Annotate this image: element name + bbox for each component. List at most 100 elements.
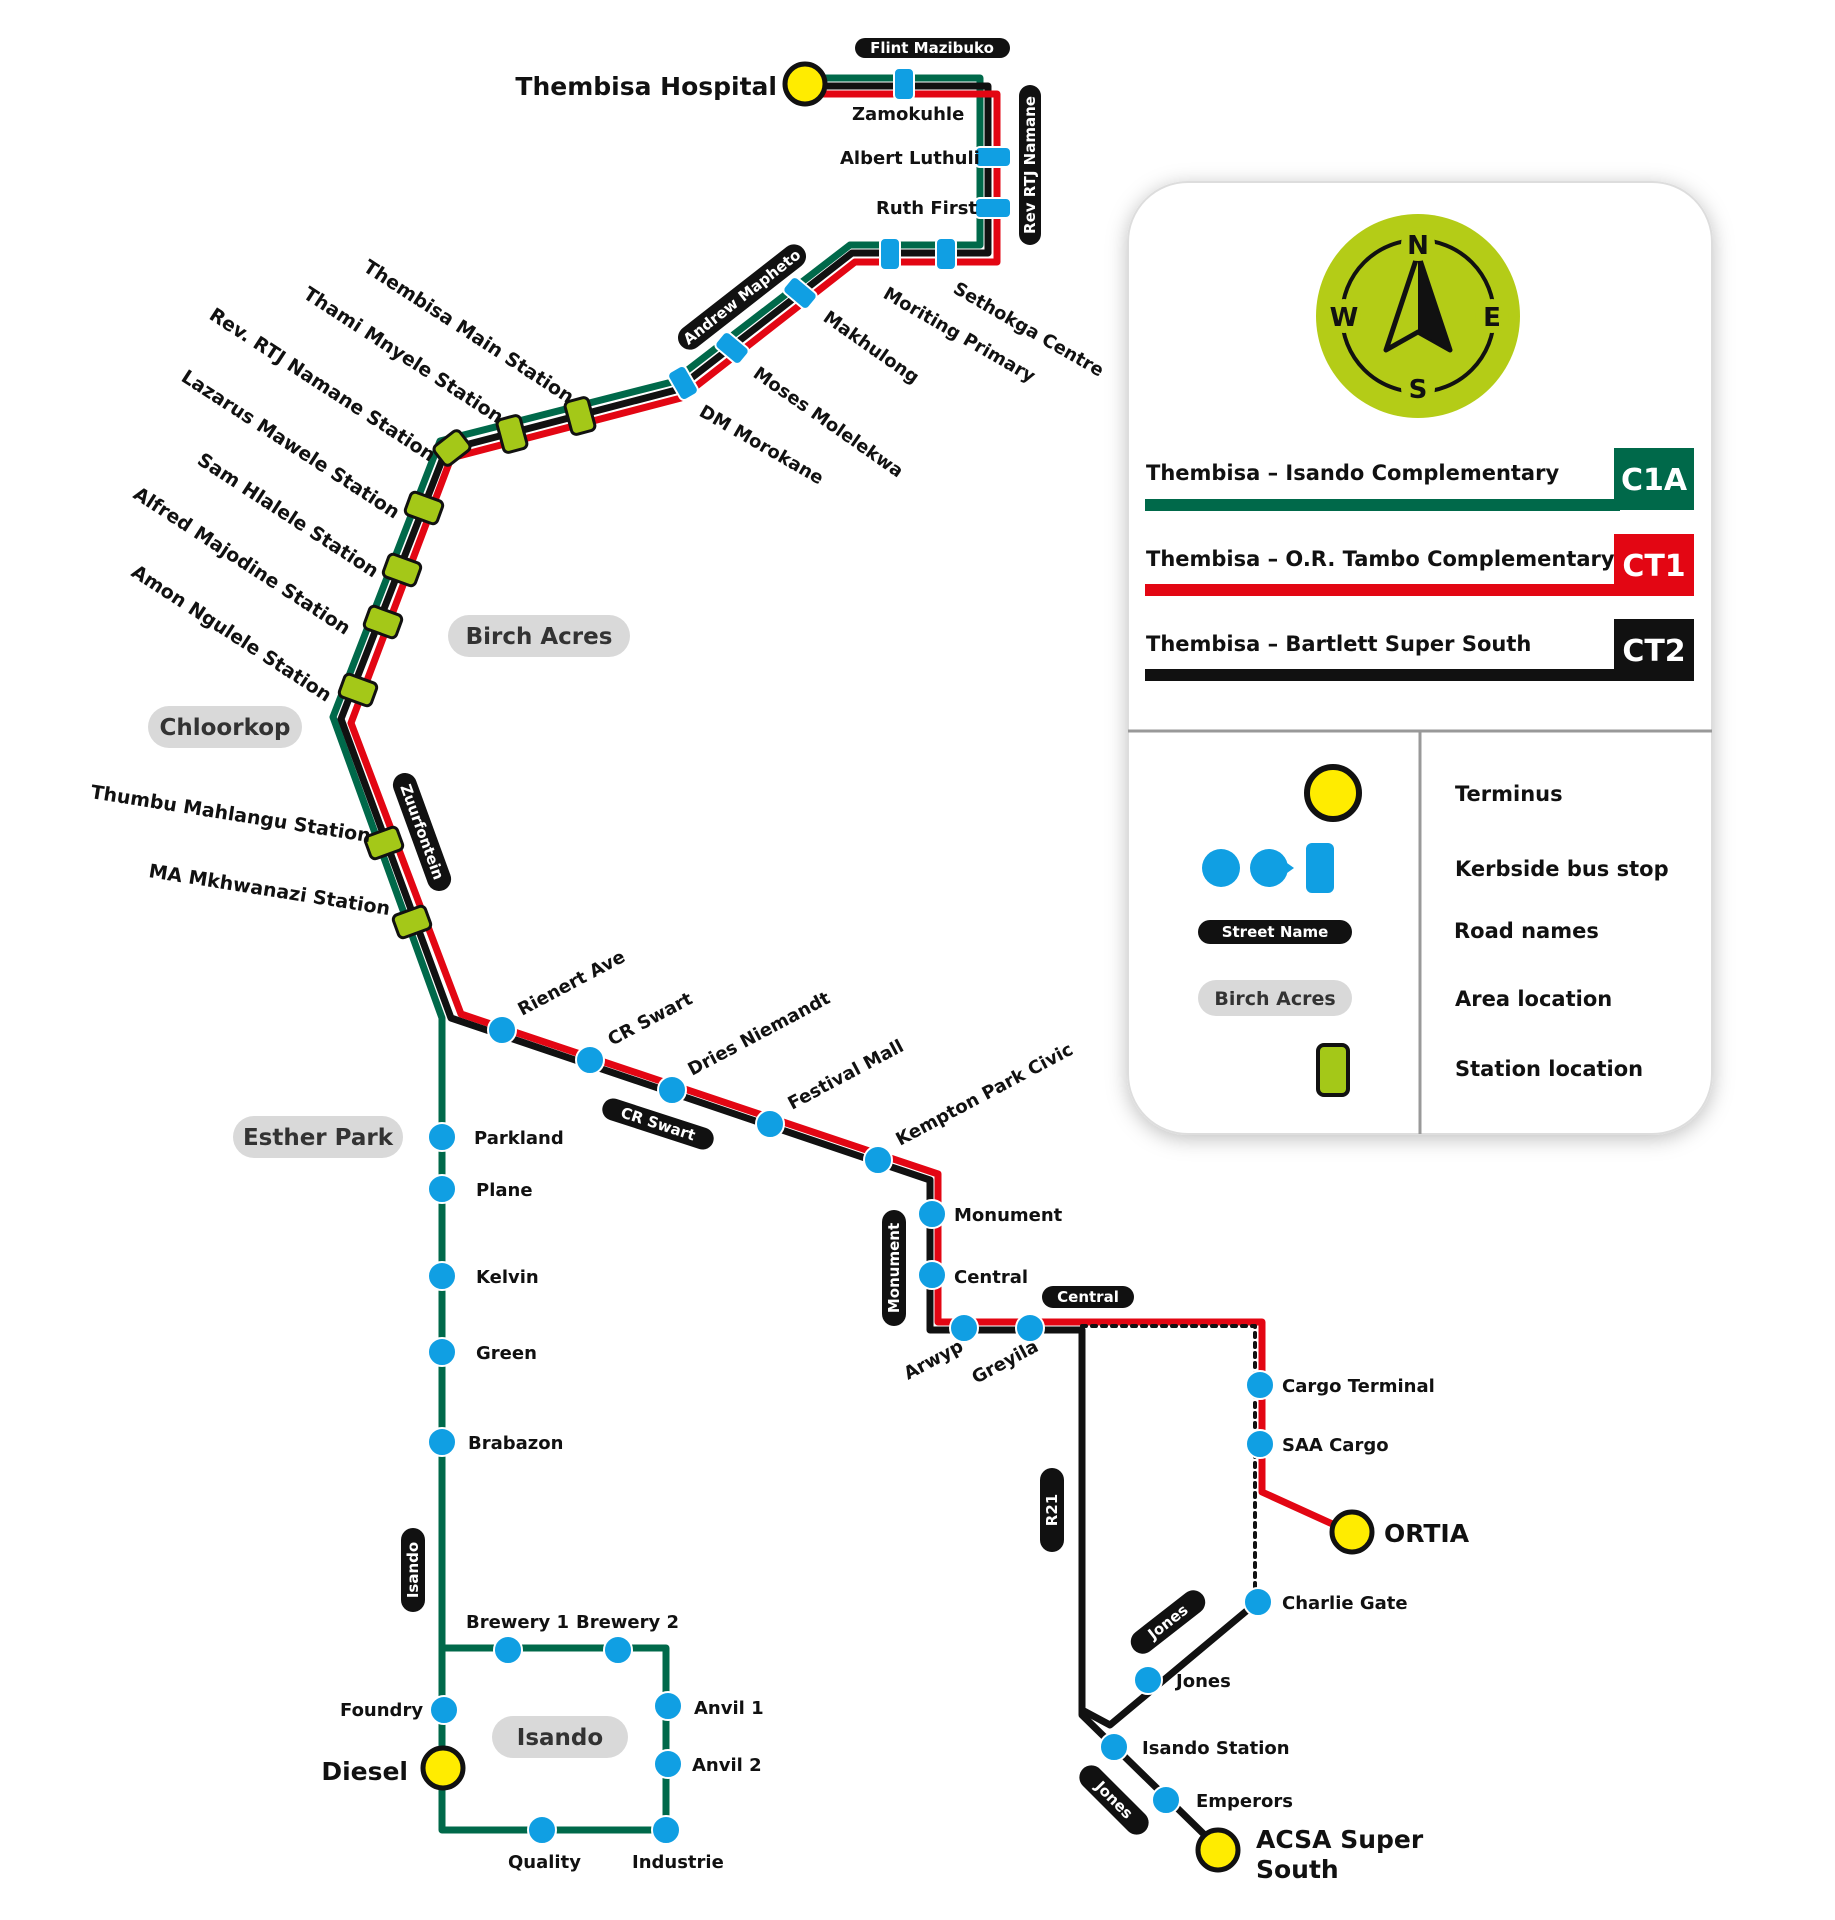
svg-text:S: S [1409,375,1428,405]
bus-stop-rienert[interactable] [487,1015,517,1045]
station-label: Lazarus Mawele Station [177,366,403,524]
svg-text:Thembisa – O.R. Tambo Compleme: Thembisa – O.R. Tambo Complementary [1146,547,1615,571]
bus-stop-monument[interactable] [917,1199,947,1229]
svg-text:Isando: Isando [404,1542,422,1598]
terminus-ortia[interactable] [1329,1509,1375,1555]
bus-stop-dm[interactable] [666,364,699,402]
bus-stop-saa[interactable] [1245,1429,1275,1459]
bus-stop-anvil2[interactable] [653,1749,683,1779]
stop-label: Charlie Gate [1282,1593,1408,1614]
bus-stop-arwyp[interactable] [949,1313,979,1343]
road-r21: R21 [1040,1468,1064,1552]
station-marker[interactable] [403,490,445,526]
terminus-diesel[interactable] [420,1745,466,1791]
station-labels: Thembisa Main Station Thami Mnyele Stati… [89,256,578,920]
bus-stop-brewery1[interactable] [493,1635,523,1665]
station-label: Thami Mnyele Station [299,283,507,429]
station-marker[interactable] [495,414,529,454]
bus-stop-emperors[interactable] [1151,1785,1181,1815]
bus-stop-moses[interactable] [713,330,750,366]
stop-label: CR Swart [604,988,696,1050]
road-rtj-namane: Rev RTJ Namane [1019,85,1041,245]
stop-label: Industrie [632,1852,724,1873]
stop-label: Kelvin [476,1267,539,1288]
bus-stop-central[interactable] [917,1260,947,1290]
legend-route-ct1[interactable]: Thembisa – O.R. Tambo Complementary CT1 [1145,534,1694,596]
terminus-thembisa-hospital[interactable] [782,61,828,107]
station-marker[interactable] [337,672,379,708]
bus-stop-zamokuhle[interactable] [893,67,915,101]
bus-stop-foundry[interactable] [429,1695,459,1725]
bus-stop-green[interactable] [427,1337,457,1367]
station-marker[interactable] [381,552,423,588]
area-esther-park: Esther Park [233,1116,403,1158]
station-marker[interactable] [362,604,404,640]
stop-label: Green [476,1343,537,1364]
bus-stop-parkland[interactable] [427,1122,457,1152]
svg-text:Rev RTJ Namane: Rev RTJ Namane [1021,96,1039,234]
area-location-icon: Birch Acres [1198,980,1352,1016]
bus-stop-quality[interactable] [527,1815,557,1845]
stop-label: SAA Cargo [1282,1435,1389,1456]
route-ct2-dotted [1080,1324,1257,1602]
svg-text:N: N [1407,231,1429,261]
bus-stop-kempton[interactable] [863,1145,893,1175]
legend-key-station: Station location [1455,1057,1643,1081]
road-central: Central [1042,1286,1134,1308]
bus-stop-ruth-first[interactable] [974,197,1012,219]
svg-text:Monument: Monument [885,1223,903,1313]
bus-stop-brabazon[interactable] [427,1427,457,1457]
svg-text:R21: R21 [1043,1494,1061,1526]
bus-stop-crswart[interactable] [575,1045,605,1075]
legend-route-c1a[interactable]: Thembisa – Isando Complementary C1A [1145,448,1694,511]
terminus-label: Thembisa Hospital [515,72,777,101]
stop-label: Makhulong [819,307,923,388]
stop-label: Emperors [1196,1791,1293,1812]
stop-label: Arwyp [900,1336,967,1385]
station-marker[interactable] [563,396,597,436]
bus-stop-greyila[interactable] [1015,1313,1045,1343]
bus-stop-plane[interactable] [427,1174,457,1204]
bus-stop-charlie[interactable] [1243,1587,1273,1617]
legend-route-ct2[interactable]: Thembisa – Bartlett Super South CT2 [1145,619,1694,681]
stop-label: Zamokuhle [852,104,964,125]
bus-stop-makhulong[interactable] [781,275,818,311]
bus-stop-moriting[interactable] [879,237,901,271]
route-ct1-line [347,90,1354,1536]
stop-label: Kempton Park Civic [892,1039,1076,1150]
terminus-label: ORTIA [1384,1519,1470,1548]
legend-panel: N S W E Thembisa – Isando Complementary … [1127,181,1713,1135]
station-label: MA Mkhwanazi Station [147,860,391,920]
bus-stop-albert-luthuli[interactable] [974,146,1012,168]
area-chloorkop: Chloorkop [148,706,302,748]
stop-label: Monument [954,1205,1063,1226]
svg-text:Thembisa – Bartlett Super Sout: Thembisa – Bartlett Super South [1146,632,1531,656]
stop-label: Rienert Ave [514,946,628,1020]
area-birch-acres: Birch Acres [448,615,630,657]
bus-stop-industrie[interactable] [651,1815,681,1845]
bus-stop-cargo[interactable] [1245,1370,1275,1400]
stop-label: Anvil 2 [692,1755,762,1776]
bus-stop-brewery2[interactable] [603,1635,633,1665]
road-name-icon: Street Name [1198,920,1352,944]
bus-stop-anvil1[interactable] [653,1691,683,1721]
bus-stop-sethokga[interactable] [935,237,957,271]
stop-label: Albert Luthuli [840,148,980,169]
bus-stop-kelvin[interactable] [427,1261,457,1291]
bus-stop-isando-station[interactable] [1099,1732,1129,1762]
stop-label: Central [954,1267,1028,1288]
kerbside-stops [427,67,1275,1845]
bus-stop-dries[interactable] [657,1075,687,1105]
station-marker[interactable] [391,904,433,940]
station-marker[interactable] [432,429,472,468]
terminus-label: Diesel [321,1757,408,1786]
bus-stop-jones[interactable] [1133,1665,1163,1695]
stop-label: Brewery 1 [466,1612,569,1633]
terminus-acsa[interactable] [1195,1827,1241,1873]
stop-label: Parkland [474,1128,564,1149]
termini: Thembisa Hospital Diesel ORTIA ACSA Supe… [321,61,1470,1884]
station-marker[interactable] [363,825,405,861]
stop-label: Ruth First [876,198,977,219]
stop-label: Dries Niemandt [684,988,834,1081]
bus-stop-festival[interactable] [755,1109,785,1139]
